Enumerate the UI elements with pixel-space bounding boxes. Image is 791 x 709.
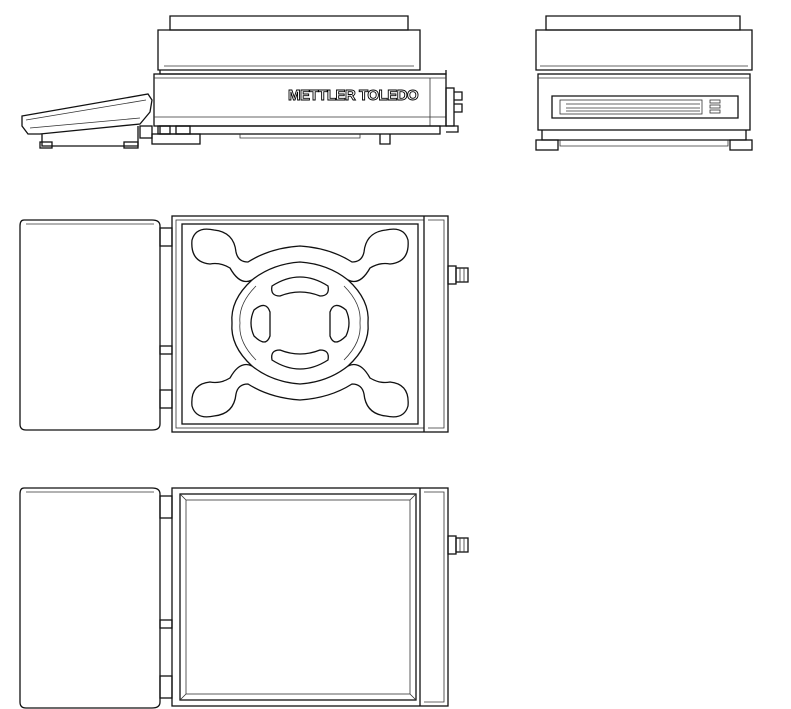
balance-base-top: [171, 215, 449, 433]
balance-base-top-2: [171, 487, 449, 707]
brand-logo: METTLER TOLEDO: [288, 87, 419, 104]
weighing-pan-side: [157, 15, 421, 71]
top-view-without-pan: [19, 487, 469, 709]
front-view: [535, 15, 753, 151]
terminal-top: [19, 219, 161, 431]
side-view: METTLER TOLEDO: [21, 15, 463, 149]
top-view-with-pan: [19, 215, 469, 433]
balance-body-side: METTLER TOLEDO: [151, 70, 463, 145]
terminal-side: [21, 93, 153, 149]
terminal-top-2: [19, 487, 161, 709]
pan-support-shape: [191, 228, 409, 418]
